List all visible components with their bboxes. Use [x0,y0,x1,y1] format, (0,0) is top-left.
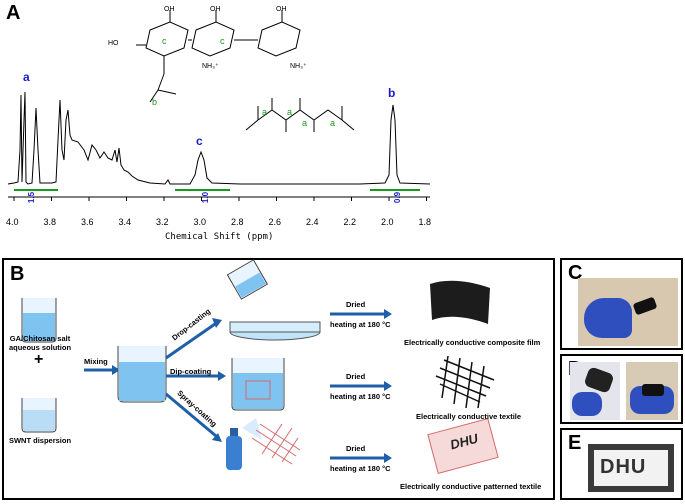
arrow-drop [165,322,216,360]
dried-label-2: Dried [346,372,366,381]
oh-label-top-3: OH [276,6,287,13]
glove-hand [584,298,632,338]
conductive-textile [435,355,495,409]
struct-label-a4: a [330,118,336,128]
arrow-spray [165,392,217,438]
photo-folded-film-1 [570,362,620,420]
bent-film [632,296,658,316]
x-tick-label: 1.8 [418,217,432,227]
heating-label-3: heating at 180 °C [330,464,391,473]
plus-sign: + [34,351,44,368]
struct-label-a2: a [287,107,293,117]
solution-label: GA/Chitosan salt aqueous solution [8,334,72,352]
dried-label-3: Dried [346,444,366,453]
chitosan-structure [136,10,301,103]
integral-value-b: 0.9 [393,191,403,204]
panel-e-letter: E [568,432,582,454]
product-film-label: Electrically conductive composite film [404,338,541,347]
process-diagram [21,259,499,474]
beaker-pouring [226,259,269,300]
method-dip: Dip-coating [170,367,212,376]
panel-b-box [2,258,555,500]
patterned-textile [427,418,499,474]
heating-label-1: heating at 180 °C [330,320,391,329]
sample-background [594,450,668,486]
beaker-dip [231,358,285,411]
folded-film-2 [642,384,664,396]
integral-value-a: 1.5 [27,191,37,204]
x-tick-label: 3.4 [118,217,132,227]
photo-patterned-sample: DHU [588,444,674,492]
nh3-label-1: NH₃⁺ [202,63,219,70]
product-patterned-label: Electrically conductive patterned textil… [400,482,542,491]
panel-c-box: C [560,258,683,350]
dispersion-label: SWNT dispersion [8,436,72,445]
folded-film-1 [583,366,615,394]
glove-hand-1 [572,392,602,416]
beaker-solution [21,298,57,343]
sample-text: DHU [600,456,647,478]
oh-label-top-1: OH [164,6,175,13]
struct-label-a3: a [302,118,308,128]
x-tick-label: 2.6 [268,217,282,227]
x-tick-label: 4.0 [6,217,19,227]
sprayed-textile [251,423,301,465]
x-tick-label: 3.2 [156,217,169,227]
peak-label-a: a [23,70,30,84]
x-tick-label: 3.6 [81,217,94,227]
x-axis-ticks [13,197,427,201]
struct-label-a1: a [262,107,268,117]
x-tick-label: 2.0 [381,217,394,227]
nh3-label-2: NH₃⁺ [290,63,307,70]
panel-d-box: D [560,354,683,424]
oh-label-top-2: OH [210,6,221,13]
struct-label-c1: c [162,36,167,46]
spray-bottle [226,418,262,470]
spectrum-line [7,91,431,185]
beaker-mixture [117,346,167,403]
x-tick-label: 3.8 [43,217,57,227]
x-tick-label: 2.4 [306,217,319,227]
panel-e-box: E DHU [560,428,683,500]
peak-label-b: b [388,86,396,100]
nmr-spectrum [7,10,431,201]
heating-label-2: heating at 180 °C [330,392,391,401]
photo-film-bending [578,278,678,346]
beaker-dispersion [21,398,57,433]
x-tick-label: 3.0 [193,217,207,227]
mixing-label: Mixing [84,357,108,366]
x-tick-label: 2.8 [231,217,244,227]
x-axis-label: Chemical Shift (ppm) [165,232,274,242]
struct-label-c2: c [220,36,225,46]
panel-a-letter: A [6,2,21,24]
composite-film [430,280,490,324]
x-tick-label: 2.2 [343,217,357,227]
dried-label-1: Dried [346,300,366,309]
integral-value-c: 1.0 [201,191,211,204]
struct-label-b: b [152,97,158,107]
ho-label-1: HO [108,40,119,47]
peak-label-c: c [196,134,203,148]
photo-folded-film-2 [626,362,678,420]
gluconate-structure [245,98,355,132]
panel-b-letter: B [10,263,25,285]
product-textile-label: Electrically conductive textile [416,412,522,421]
